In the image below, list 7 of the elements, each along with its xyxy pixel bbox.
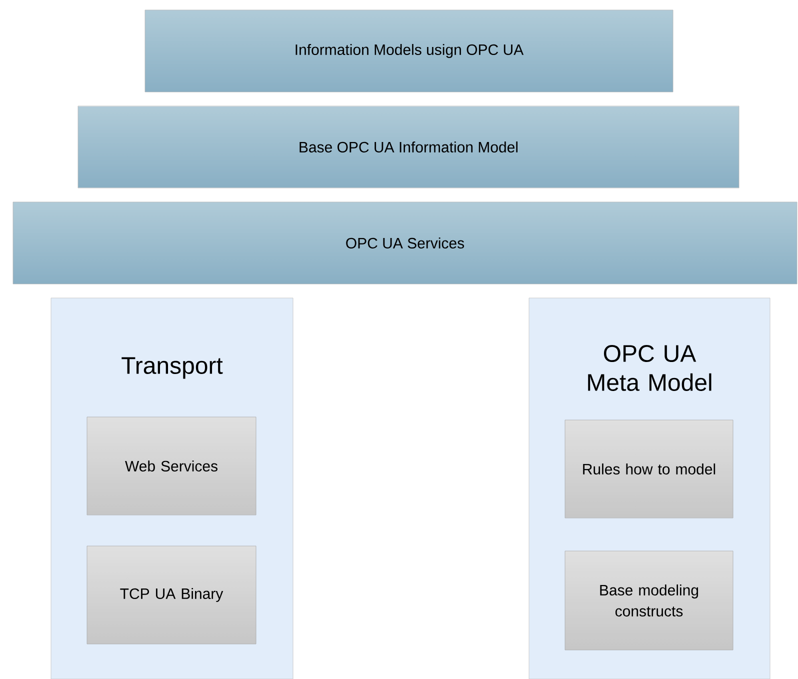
inner-box: Base modeling constructs xyxy=(564,550,734,650)
layer-bar: Information Models usign OPC UA xyxy=(144,10,674,92)
layer-bar: Base OPC UA Information Model xyxy=(78,106,740,188)
inner-box: TCP UA Binary xyxy=(86,546,256,644)
inner-box: Web Services xyxy=(86,416,256,516)
layer-bar: OPC UA Services xyxy=(12,202,798,284)
inner-box: Rules how to model xyxy=(564,420,734,518)
